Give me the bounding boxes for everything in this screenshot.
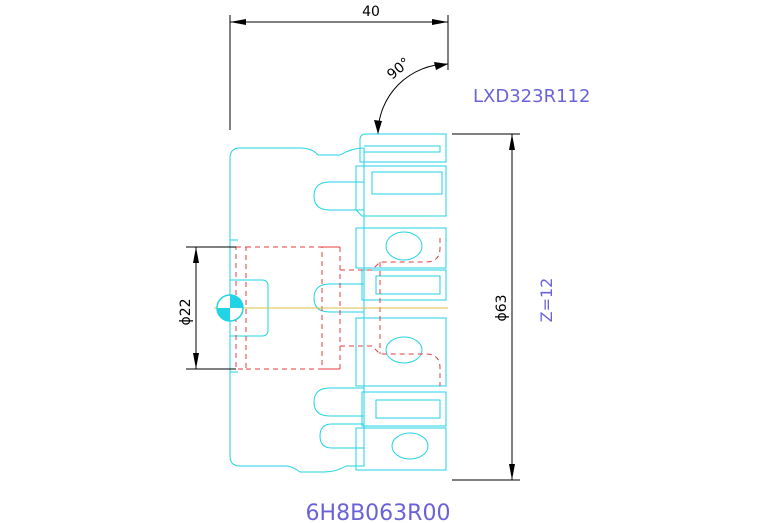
cutter-code-label: 6H8B063R00 bbox=[306, 501, 451, 523]
angle-dimension-text: 90° bbox=[384, 55, 413, 83]
bore-diameter-dimension: ϕ22 bbox=[178, 246, 236, 370]
outer-diameter-text: ϕ63 bbox=[494, 294, 510, 321]
insert-code-label: LXD323R112 bbox=[473, 86, 590, 107]
insert-teeth bbox=[355, 133, 447, 471]
center-mark-icon bbox=[216, 294, 244, 322]
bore-diameter-text: ϕ22 bbox=[178, 298, 194, 325]
teeth-count-label: Z=12 bbox=[537, 278, 556, 323]
cutter-body bbox=[229, 147, 365, 473]
angle-dimension: 90° bbox=[374, 55, 449, 135]
hidden-lines bbox=[235, 236, 441, 386]
length-dimension-text: 40 bbox=[362, 4, 380, 20]
length-dimension: 40 bbox=[229, 4, 449, 130]
outer-diameter-dimension: ϕ63 bbox=[452, 133, 520, 481]
